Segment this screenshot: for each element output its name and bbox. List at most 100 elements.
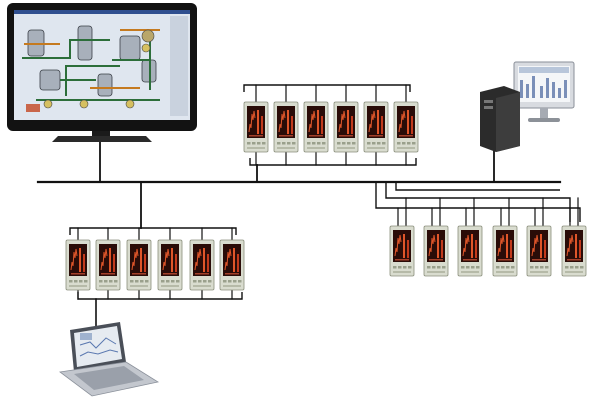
controller-key	[307, 142, 311, 145]
controller-label-strip	[69, 285, 87, 287]
controller-key	[337, 142, 341, 145]
controller-scale	[132, 273, 146, 275]
controller-scale	[532, 259, 546, 261]
controller-key	[247, 142, 251, 145]
controller-bargraph	[317, 110, 319, 134]
scada-side-panel	[170, 16, 188, 116]
controller-key	[496, 266, 500, 269]
controller-key	[176, 280, 180, 283]
controller-trend-trace	[131, 248, 139, 271]
controller-scale	[429, 259, 443, 261]
controller-bargraph	[575, 234, 577, 258]
controller-left-6	[219, 239, 245, 291]
group-left-upper-link	[69, 227, 237, 235]
controller-bargraph	[171, 248, 173, 272]
controller-trend-trace	[368, 110, 376, 133]
laptop-keyboard	[74, 366, 144, 390]
controller-key	[393, 266, 397, 269]
controller-key	[471, 266, 475, 269]
process-tank	[97, 73, 113, 97]
controller-key	[74, 280, 78, 283]
devices	[7, 3, 587, 397]
controller-trend-trace	[531, 234, 539, 257]
controller-key	[193, 280, 197, 283]
monitor-stand	[52, 136, 152, 142]
controller-bargraph	[175, 254, 177, 272]
controller-label-strip	[367, 147, 385, 149]
process-tank	[39, 69, 61, 91]
screen-bar	[546, 78, 549, 98]
process-tank	[77, 25, 93, 61]
controller-key	[145, 280, 149, 283]
controller-label-strip	[530, 271, 548, 273]
controller-key	[402, 142, 406, 145]
controller-key	[161, 280, 165, 283]
controller-trend-trace	[278, 110, 286, 133]
controller-bargraph	[407, 240, 409, 258]
group-top-upper-link	[243, 84, 411, 92]
controller-scale	[163, 273, 177, 275]
group-right-link-1	[375, 182, 581, 222]
pump-symbol	[141, 43, 151, 53]
controller-bargraph	[291, 116, 293, 134]
drive-bay	[484, 100, 493, 103]
controller-key	[565, 266, 569, 269]
controller-bargraph	[144, 254, 146, 272]
controller-right-3	[457, 225, 483, 277]
controller-key	[367, 142, 371, 145]
controller-scale	[225, 273, 239, 275]
controller-label-strip	[247, 147, 265, 149]
controller-key	[437, 266, 441, 269]
controller-key	[109, 280, 113, 283]
controller-key	[427, 266, 431, 269]
controller-scale	[395, 259, 409, 261]
controller-key	[570, 266, 574, 269]
controller-key	[575, 266, 579, 269]
controller-key	[69, 280, 73, 283]
drive-bay	[484, 106, 493, 109]
controller-scale	[309, 135, 323, 137]
screen-bar	[532, 76, 535, 98]
screen-bar	[558, 88, 561, 98]
controller-label-strip	[461, 271, 479, 273]
controller-right-6	[561, 225, 587, 277]
controller-scale	[369, 135, 383, 137]
controller-label-strip	[337, 147, 355, 149]
controller-scale	[567, 259, 581, 261]
controller-scale	[399, 135, 413, 137]
controller-key	[407, 142, 411, 145]
controller-key	[312, 142, 316, 145]
controller-scale	[463, 259, 477, 261]
laptop-icon	[58, 322, 160, 397]
controller-key	[432, 266, 436, 269]
screen-bar	[564, 80, 567, 98]
tower-side	[496, 92, 520, 152]
controller-scale	[279, 135, 293, 137]
controller-top-6	[393, 101, 419, 153]
controller-trend-trace	[566, 234, 574, 257]
controller-key	[506, 266, 510, 269]
controller-right-1	[389, 225, 415, 277]
controller-trend-trace	[224, 248, 232, 271]
controller-key	[403, 266, 407, 269]
controller-key	[501, 266, 505, 269]
controller-bargraph	[113, 254, 115, 272]
screen-header	[519, 67, 569, 73]
controller-left-5	[189, 239, 215, 291]
controller-bargraph	[321, 116, 323, 134]
controller-trend-trace	[338, 110, 346, 133]
controller-label-strip	[307, 147, 325, 149]
controller-key	[545, 266, 549, 269]
controller-trend-trace	[308, 110, 316, 133]
controller-key	[228, 280, 232, 283]
screen-bar	[552, 82, 555, 98]
controller-bargraph	[510, 240, 512, 258]
controller-key	[342, 142, 346, 145]
controller-bargraph	[377, 110, 379, 134]
controller-label-strip	[130, 285, 148, 287]
controller-bargraph	[140, 248, 142, 272]
controller-key	[540, 266, 544, 269]
controller-scale	[101, 273, 115, 275]
controller-key	[535, 266, 539, 269]
controller-key	[140, 280, 144, 283]
